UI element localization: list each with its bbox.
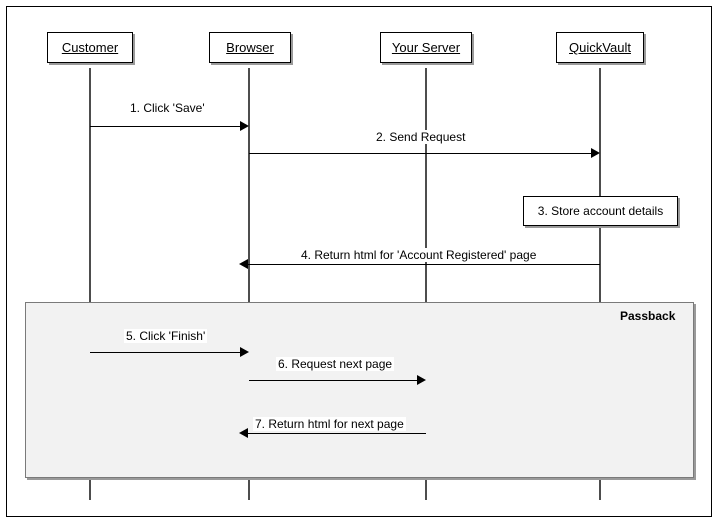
- message-2-line: [249, 153, 591, 154]
- message-1-arrowhead: [240, 121, 249, 131]
- message-7-label: 7. Return html for next page: [253, 417, 406, 431]
- message-2-arrowhead: [591, 148, 600, 158]
- actor-box-browser[interactable]: Browser: [209, 32, 291, 63]
- lifeline-browser: [248, 68, 250, 500]
- actor-box-quickvault[interactable]: QuickVault: [556, 32, 644, 63]
- message-6-arrowhead: [417, 375, 426, 385]
- message-4-line: [248, 264, 600, 265]
- actor-label-quickvault: QuickVault: [569, 40, 631, 55]
- note-box-store-account-details: 3. Store account details: [523, 196, 678, 226]
- actor-label-customer: Customer: [61, 40, 119, 55]
- message-2-label: 2. Send Request: [374, 130, 468, 144]
- message-6-line: [249, 380, 417, 381]
- fragment-passback-label: Passback: [620, 309, 676, 323]
- message-5-line: [90, 352, 240, 353]
- message-5-label: 5. Click 'Finish': [124, 329, 208, 343]
- message-4-arrowhead: [239, 259, 248, 269]
- lifeline-your-server: [425, 68, 427, 500]
- actor-label-your-server: Your Server: [391, 40, 461, 55]
- message-1-line: [90, 126, 240, 127]
- actor-label-browser: Browser: [226, 40, 274, 55]
- lifeline-quickvault: [599, 68, 601, 500]
- message-7-line: [248, 433, 426, 434]
- diagram-outer-frame: [6, 6, 712, 517]
- actor-box-your-server[interactable]: Your Server: [380, 32, 472, 63]
- message-5-arrowhead: [240, 347, 249, 357]
- note-label-store-account-details: 3. Store account details: [537, 204, 664, 218]
- message-1-label: 1. Click 'Save': [128, 101, 207, 115]
- message-7-arrowhead: [239, 428, 248, 438]
- actor-box-customer[interactable]: Customer: [47, 32, 133, 63]
- lifeline-customer: [89, 68, 91, 500]
- message-6-label: 6. Request next page: [276, 357, 395, 371]
- message-4-label: 4. Return html for 'Account Registered' …: [299, 248, 539, 262]
